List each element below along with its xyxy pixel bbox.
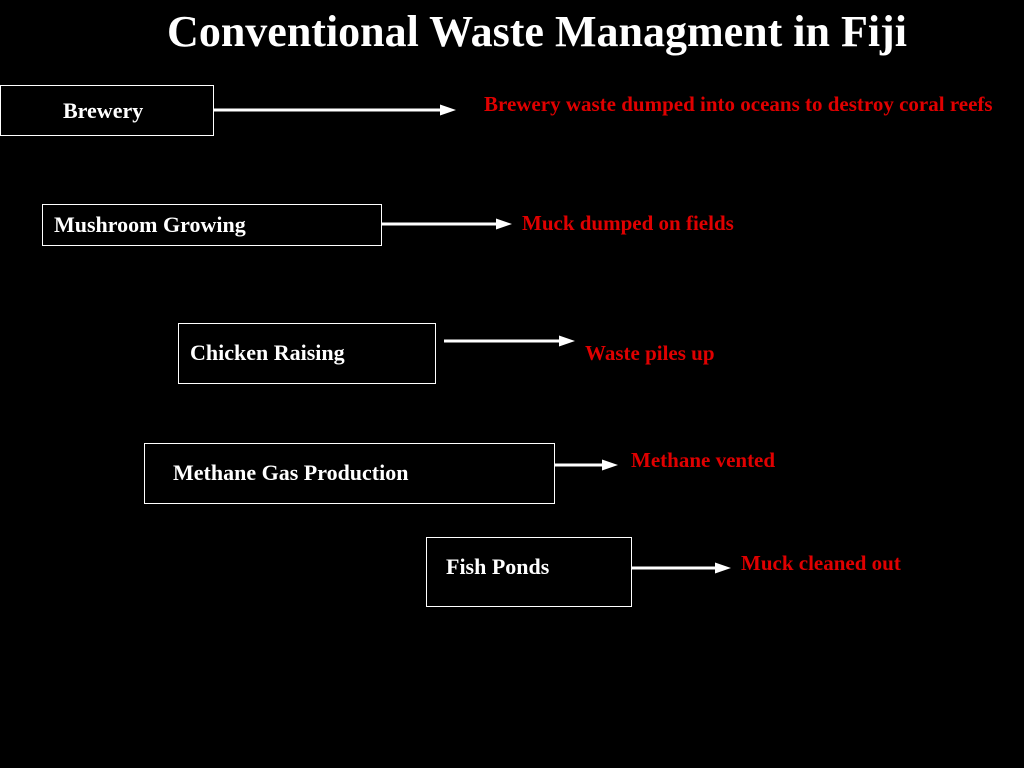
box-label-chicken-raising: Chicken Raising — [190, 340, 345, 365]
box-methane-gas-production: Methane Gas Production — [144, 443, 555, 504]
arrow-fish-ponds — [632, 562, 731, 574]
box-mushroom-growing: Mushroom Growing — [42, 204, 382, 246]
arrow-chicken-raising — [444, 335, 575, 347]
box-fish-ponds: Fish Ponds — [426, 537, 632, 607]
outcome-chicken-raising: Waste piles up — [585, 341, 715, 365]
box-brewery: Brewery — [0, 85, 214, 136]
box-label-methane-gas-production: Methane Gas Production — [173, 460, 409, 485]
arrow-brewery — [214, 104, 456, 116]
box-label-fish-ponds: Fish Ponds — [446, 554, 550, 579]
arrow-mushroom-growing — [382, 218, 512, 230]
arrow-methane-gas-production — [555, 459, 618, 471]
page-title: Conventional Waste Managment in Fiji — [167, 7, 907, 56]
outcome-mushroom-growing: Muck dumped on fields — [522, 211, 734, 235]
box-chicken-raising: Chicken Raising — [178, 323, 436, 384]
box-label-mushroom-growing: Mushroom Growing — [54, 212, 246, 237]
outcome-fish-ponds: Muck cleaned out — [741, 551, 901, 575]
box-label-brewery: Brewery — [63, 97, 144, 123]
outcome-methane-gas-production: Methane vented — [631, 448, 776, 472]
outcome-brewery: Brewery waste dumped into oceans to dest… — [484, 92, 993, 116]
